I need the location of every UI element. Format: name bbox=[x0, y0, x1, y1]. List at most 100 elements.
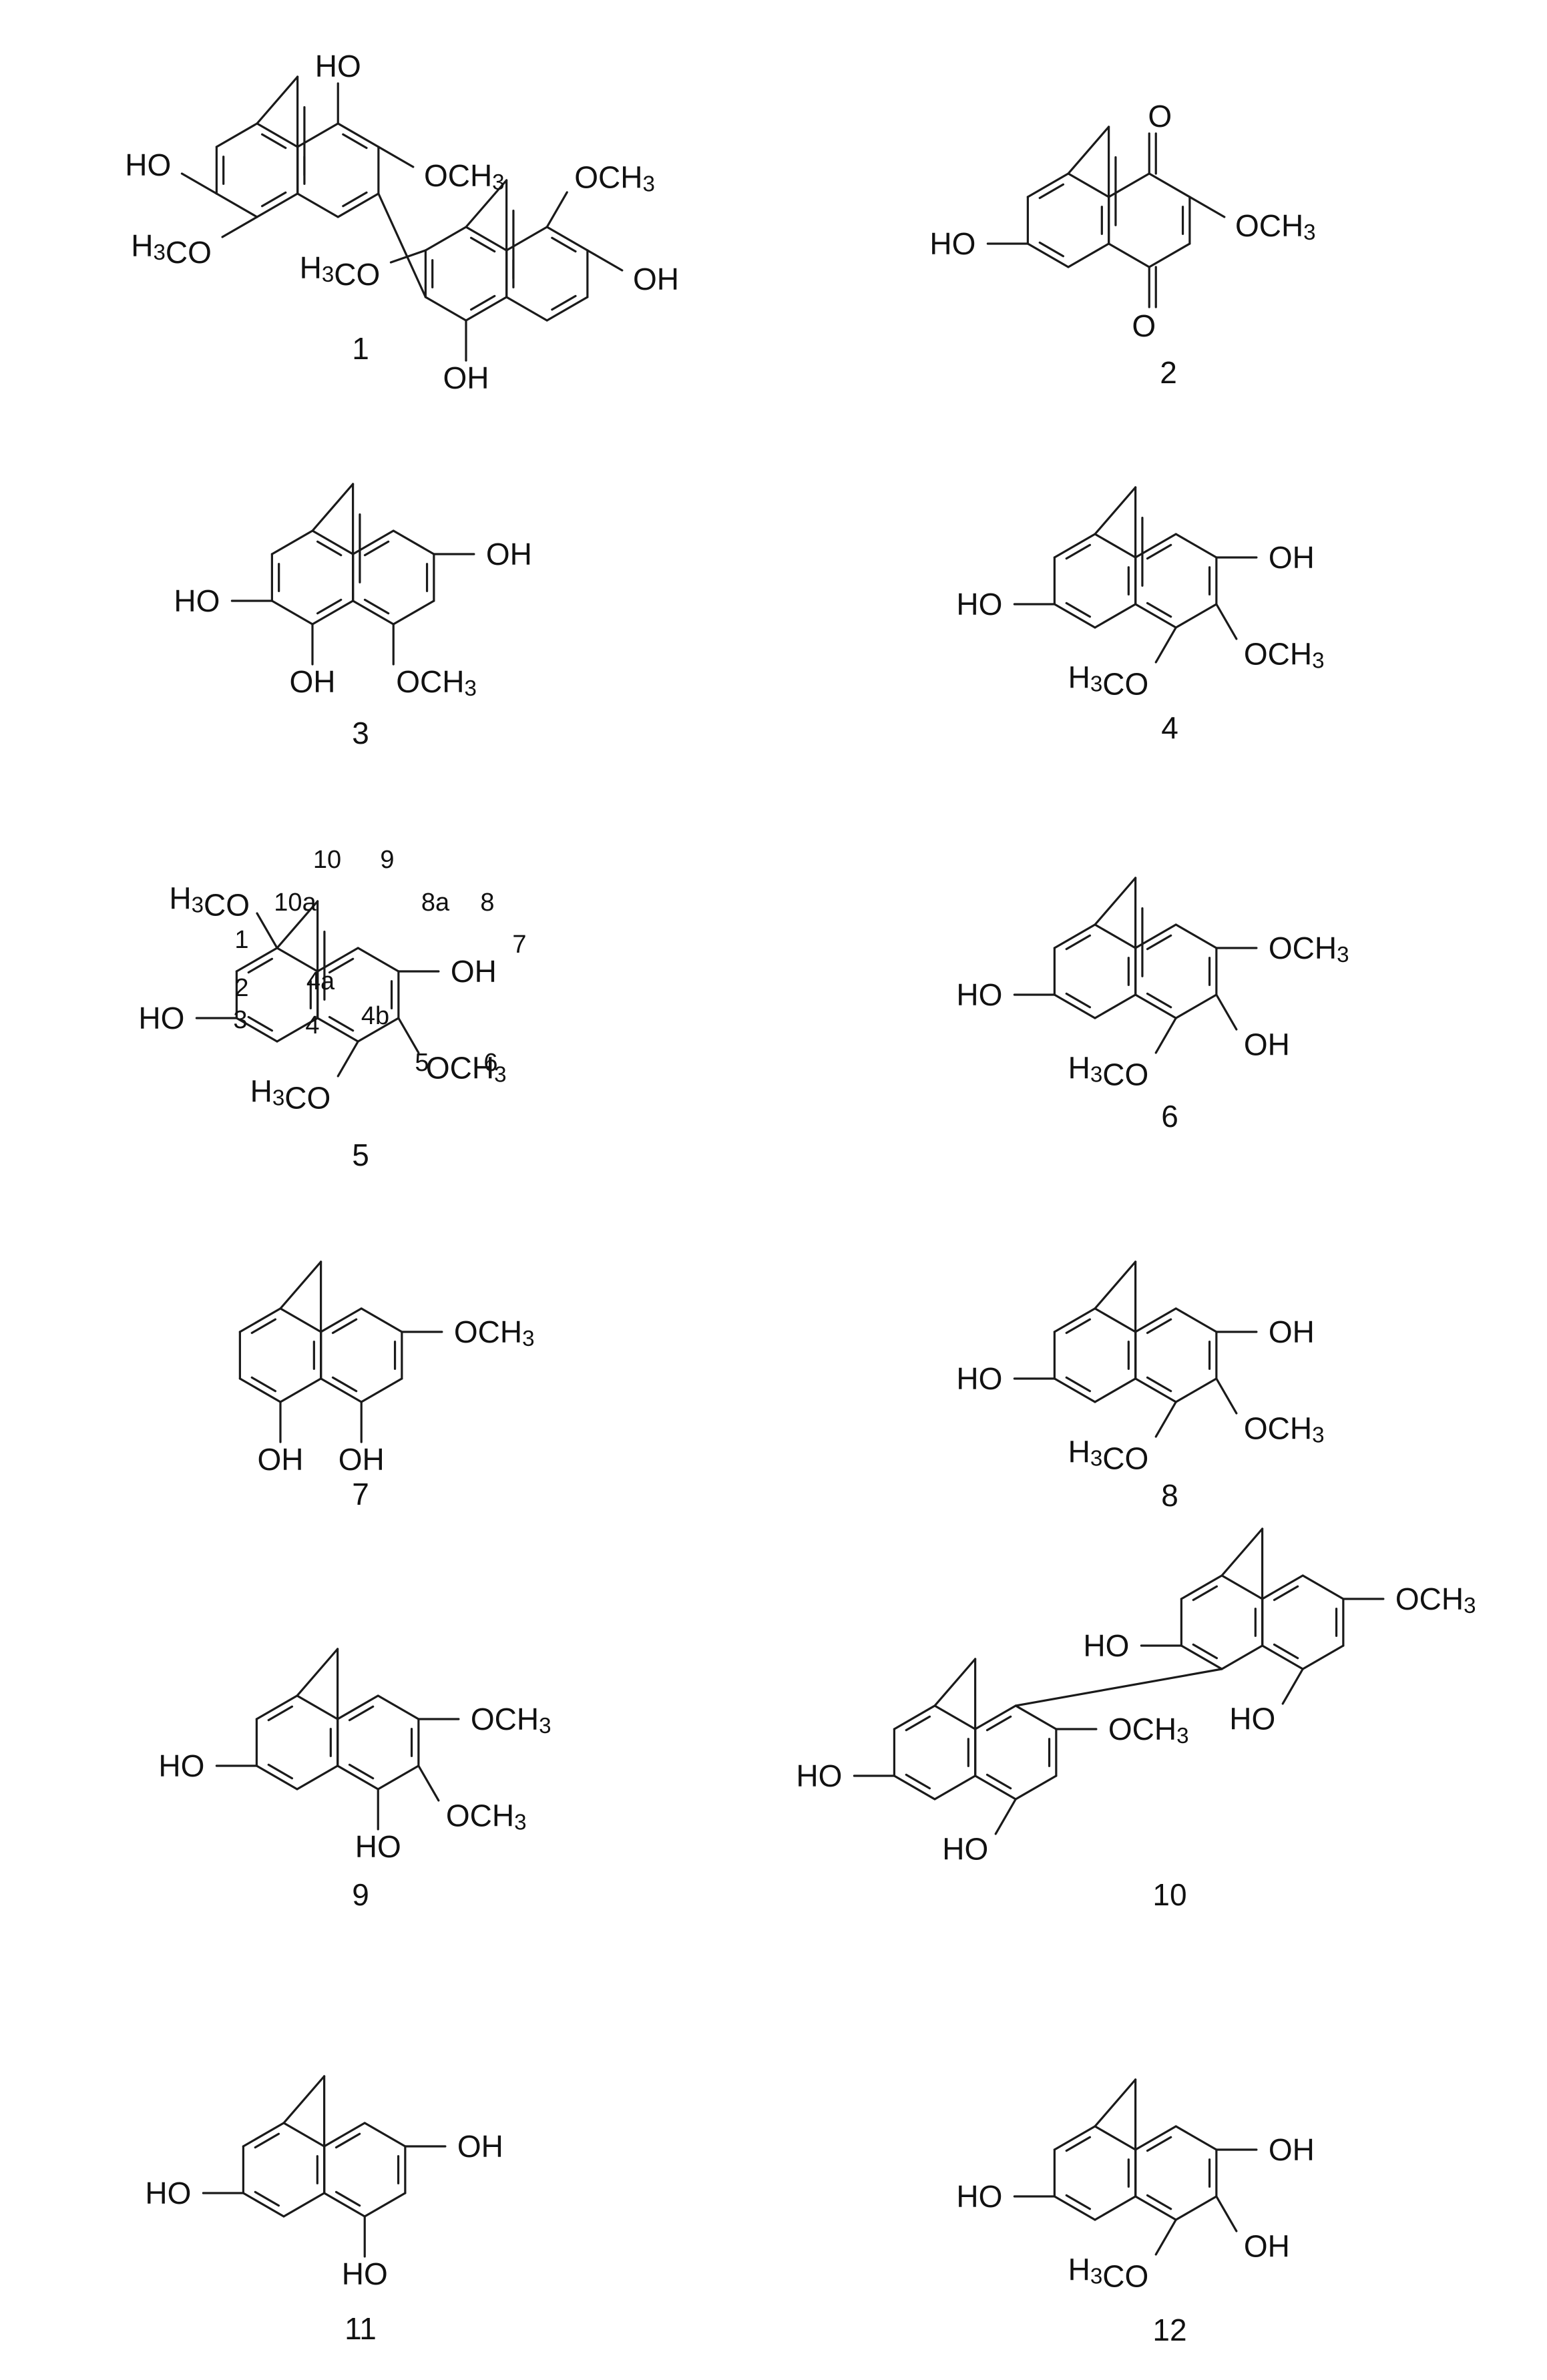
bond-line bbox=[363, 2122, 407, 2148]
locant-label: 7 bbox=[512, 931, 526, 959]
bond-line bbox=[267, 1763, 294, 1780]
bond-line bbox=[328, 957, 355, 974]
group-label: H3CO bbox=[250, 1074, 331, 1115]
locant-label: 6 bbox=[483, 1049, 497, 1077]
bond-line bbox=[337, 1764, 379, 1791]
bond-line bbox=[1067, 126, 1110, 175]
bond-line bbox=[1221, 1644, 1264, 1670]
bond-line bbox=[316, 540, 343, 557]
bond-line bbox=[1174, 603, 1218, 629]
bond-line bbox=[279, 1260, 322, 1310]
bond-line bbox=[551, 236, 577, 253]
bond-line bbox=[323, 2192, 366, 2218]
bond-line bbox=[360, 1377, 403, 1403]
bond-line bbox=[238, 1307, 282, 1333]
group-label: HO bbox=[956, 977, 1002, 1012]
locant-label: 8a bbox=[421, 889, 450, 917]
group-label: OCH3 bbox=[1269, 931, 1349, 967]
bond-line bbox=[1065, 934, 1092, 951]
bond-line bbox=[260, 133, 287, 150]
bond-line bbox=[424, 226, 467, 252]
group-label: H3CO bbox=[1068, 2252, 1149, 2293]
bond-line bbox=[933, 1704, 977, 1730]
bond-line bbox=[1134, 2125, 1177, 2151]
group-label: HO bbox=[956, 1361, 1002, 1396]
bond-line bbox=[1154, 1017, 1177, 1054]
bond-line bbox=[1174, 2195, 1218, 2221]
group-label: OCH3 bbox=[446, 1798, 527, 1835]
group-label: HO bbox=[956, 2179, 1002, 2214]
bond-line bbox=[1053, 603, 1096, 629]
bond-line bbox=[994, 1798, 1017, 1835]
bond-line bbox=[905, 1715, 931, 1732]
bond-line bbox=[1014, 1704, 1058, 1730]
group-label: OCH3 bbox=[424, 158, 505, 195]
bond-line bbox=[363, 598, 390, 615]
group-label: OH bbox=[1244, 1027, 1290, 1061]
bond-line bbox=[221, 216, 258, 238]
bond-line bbox=[1154, 2218, 1177, 2256]
bond-line bbox=[1134, 2195, 1177, 2221]
bond-line bbox=[335, 2190, 361, 2207]
bond-line bbox=[1146, 2194, 1172, 2210]
bond-line bbox=[1215, 993, 1238, 1031]
bond-line bbox=[1301, 1574, 1345, 1600]
bond-line bbox=[1146, 602, 1172, 618]
bond-line bbox=[1146, 2136, 1172, 2152]
compound-number: 3 bbox=[352, 716, 369, 750]
bond-line bbox=[255, 1694, 298, 1720]
group-label: HO bbox=[315, 49, 361, 83]
bond-line bbox=[296, 1648, 339, 1697]
bond-line bbox=[1108, 242, 1150, 268]
bond-line bbox=[1154, 1401, 1177, 1438]
compound-number: 7 bbox=[352, 1477, 369, 1511]
group-label: OCH3 bbox=[471, 1702, 551, 1738]
group-label: HO bbox=[342, 2256, 388, 2291]
group-label: OH bbox=[1269, 540, 1315, 575]
bond-line bbox=[270, 600, 314, 626]
bond-line bbox=[337, 122, 380, 148]
group-label: OH bbox=[451, 954, 497, 989]
bond-line bbox=[1174, 1307, 1218, 1333]
group-label: OH bbox=[1269, 1315, 1315, 1349]
bond-line bbox=[235, 947, 278, 973]
bond-line bbox=[323, 2122, 366, 2148]
bond-line bbox=[505, 296, 548, 322]
bond-line bbox=[1261, 1574, 1304, 1600]
locant-label: 2 bbox=[234, 974, 248, 1002]
bond-line bbox=[985, 1773, 1012, 1790]
locant-label: 1 bbox=[234, 926, 248, 954]
bond-line bbox=[1094, 2078, 1137, 2128]
group-label: OH bbox=[339, 1442, 385, 1477]
locant-label: 10a bbox=[274, 889, 316, 917]
locant-label: 3 bbox=[233, 1006, 247, 1034]
bond-line bbox=[215, 122, 258, 148]
bond-line bbox=[377, 192, 427, 298]
compound-number: 1 bbox=[352, 331, 369, 366]
bond-line bbox=[1134, 1307, 1177, 1333]
group-label: OH bbox=[443, 361, 489, 395]
bond-line bbox=[1174, 1377, 1218, 1403]
bond-line bbox=[1094, 603, 1137, 629]
bond-line bbox=[1215, 603, 1238, 640]
bond-line bbox=[893, 1704, 936, 1730]
bond-line bbox=[551, 294, 577, 311]
compound-number: 5 bbox=[352, 1138, 369, 1172]
bond-line bbox=[1065, 1318, 1092, 1335]
bond-line bbox=[905, 1773, 931, 1790]
bond-line bbox=[392, 529, 435, 555]
group-label: OH bbox=[1269, 2132, 1315, 2167]
bond-line bbox=[389, 249, 427, 264]
bond-line bbox=[311, 529, 355, 555]
bond-line bbox=[337, 1694, 379, 1720]
group-label: HO bbox=[1083, 1628, 1129, 1663]
bond-line bbox=[893, 1774, 936, 1801]
bond-line bbox=[331, 1318, 358, 1335]
bond-line bbox=[180, 172, 218, 195]
bond-line bbox=[342, 191, 368, 208]
bond-line bbox=[545, 226, 589, 252]
bond-line bbox=[276, 1017, 319, 1043]
bond-line bbox=[357, 1017, 400, 1043]
bond-line bbox=[270, 529, 314, 555]
